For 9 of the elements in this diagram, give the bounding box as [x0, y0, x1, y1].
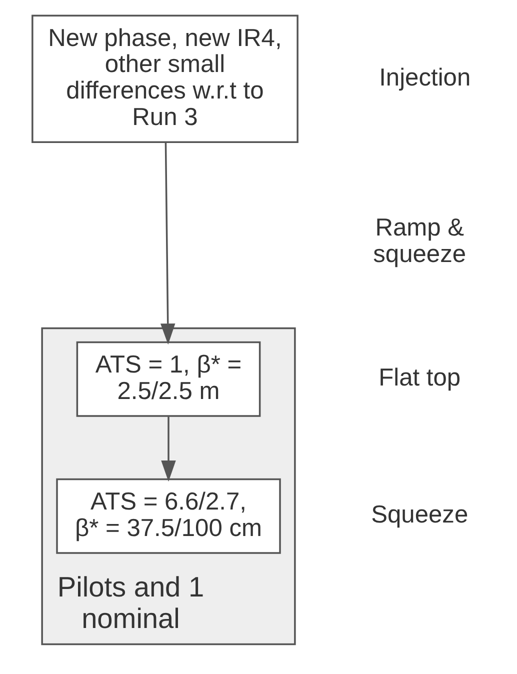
label: Squeeze [371, 502, 468, 529]
label: Flat top [378, 364, 461, 392]
arrow [161, 416, 176, 482]
node-box: New phase, new IR4, other small differences w.r.t to Run 3 [32, 14, 298, 143]
node-box: ATS = 1, β* = 2.5/2.5 m [76, 341, 261, 417]
label: Injection [379, 64, 471, 92]
node-box: ATS = 6.6/2.7, β* = 37.5/100 cm [56, 478, 281, 554]
label: Ramp & squeeze [373, 214, 466, 268]
arrow [160, 142, 176, 345]
